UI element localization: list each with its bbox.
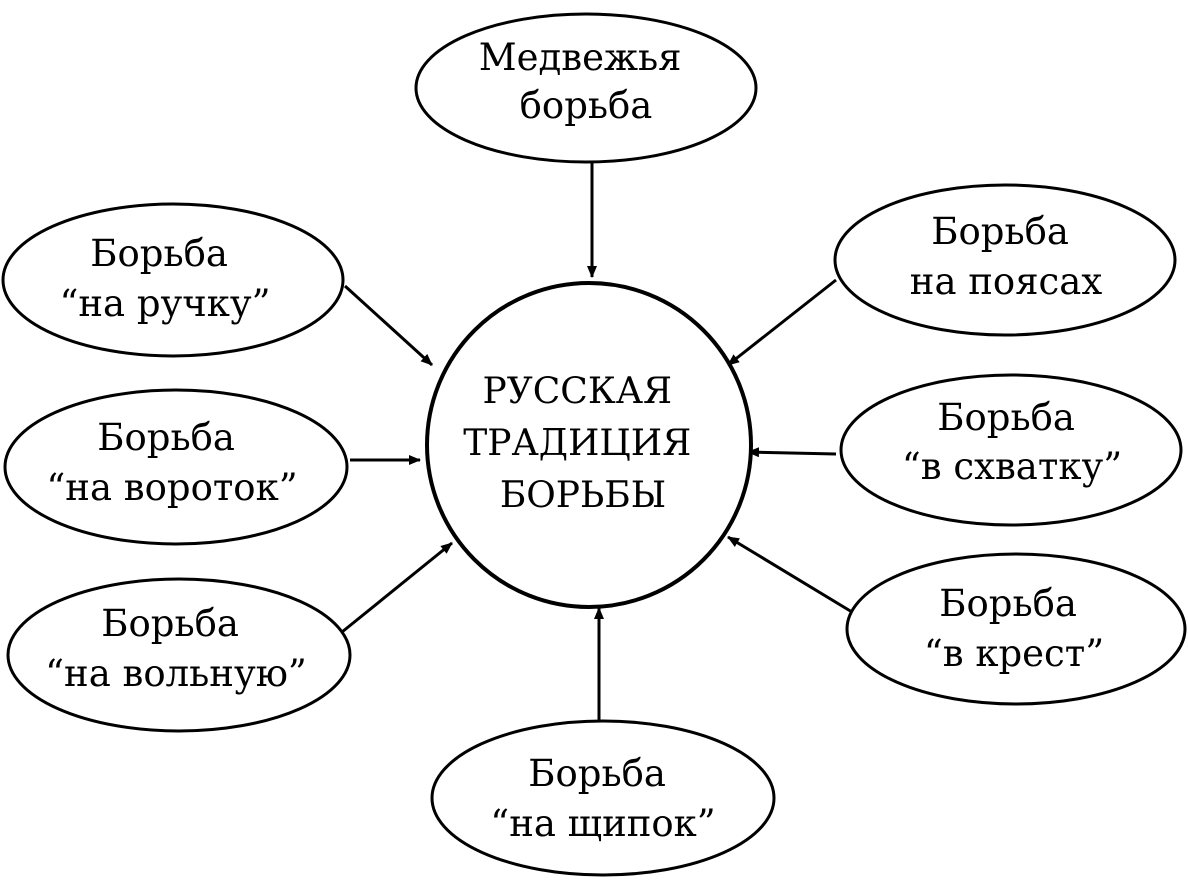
node-label-line: Борьба [939,582,1077,625]
arrow-na-ruchku [343,284,434,367]
node-na-shchipok-label: Борьба “на щипок” [490,752,715,845]
node-label-line: “в крест” [924,632,1104,675]
arrow-na-poyasakh [727,278,837,367]
node-label-line: Борьба [931,210,1069,253]
node-label-line: “на ручку” [59,282,270,325]
node-label-line: Борьба [90,232,228,275]
node-na-poyasakh: Борьба на поясах [833,183,1177,337]
node-label-line: “на щипок” [490,802,715,845]
node-v-skhvatku-label: Борьба “в схватку” [902,396,1122,488]
center-circle [425,281,753,609]
center-label-line: БОРЬБЫ [500,475,666,516]
node-na-poyasakh-label: Борьба на поясах [910,210,1103,303]
node-na-shchipok: Борьба “на щипок” [430,719,776,877]
node-v-krest: Борьба “в крест” [845,552,1187,706]
node-na-volnuyu: Борьба “на вольную” [6,577,352,733]
node-label-line: Борьба [101,602,239,645]
node-na-volnuyu-ellipse [6,577,352,733]
node-label-line: Борьба [937,396,1075,439]
node-na-vorotok-label: Борьба “на вороток” [46,416,297,509]
node-na-shchipok-ellipse [430,719,776,877]
node-v-krest-label: Борьба “в крест” [924,582,1104,675]
node-na-ruchku-label: Борьба “на ручку” [59,232,270,325]
node-na-vorotok: Борьба “на вороток” [3,388,349,546]
node-medvezhya-ellipse [414,12,758,164]
node-label-line: на поясах [910,260,1103,303]
node-label-line: “в схватку” [902,445,1122,488]
node-na-volnuyu-label: Борьба “на вольную” [45,602,307,695]
node-v-krest-ellipse [845,552,1187,706]
arrow-v-krest [727,535,853,614]
center-label: РУССКАЯ ТРАДИЦИЯ БОРЬБЫ [463,371,702,516]
node-label-line: борьба [520,84,653,127]
arrow-na-volnuyu [341,541,453,634]
center-label-line: РУССКАЯ [483,371,673,412]
node-na-poyasakh-ellipse [833,183,1177,337]
node-label-line: Медвежья [479,36,682,79]
arrows-group [341,163,853,720]
node-medvezhya: Медвежья борьба [414,12,758,164]
node-na-ruchku: Борьба “на ручку” [1,202,345,358]
node-label-line: “на вороток” [46,466,297,509]
node-na-ruchku-ellipse [1,202,345,358]
node-label-line: Борьба [97,416,235,459]
node-label-line: Борьба [528,752,666,795]
node-label-line: “на вольную” [45,652,307,695]
node-medvezhya-label: Медвежья борьба [479,36,694,127]
node-v-skhvatku-ellipse [839,373,1183,527]
center-node: РУССКАЯ ТРАДИЦИЯ БОРЬБЫ [425,281,753,609]
node-na-vorotok-ellipse [3,388,349,546]
arrow-v-skhvatku [747,447,837,458]
node-v-skhvatku: Борьба “в схватку” [839,373,1183,527]
center-label-line: ТРАДИЦИЯ [463,423,691,464]
